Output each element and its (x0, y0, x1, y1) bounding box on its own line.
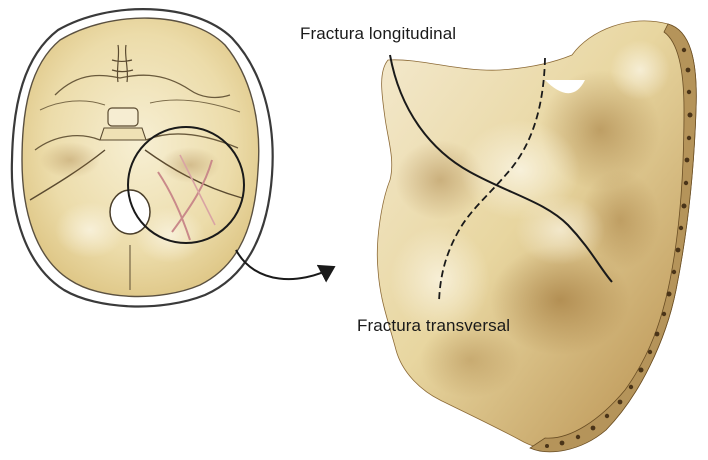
temporal-bone-figure (377, 21, 696, 452)
label-fractura-longitudinal: Fractura longitudinal (300, 24, 456, 44)
label-fractura-transversal: Fractura transversal (357, 316, 510, 336)
skull-base-figure (12, 9, 273, 306)
